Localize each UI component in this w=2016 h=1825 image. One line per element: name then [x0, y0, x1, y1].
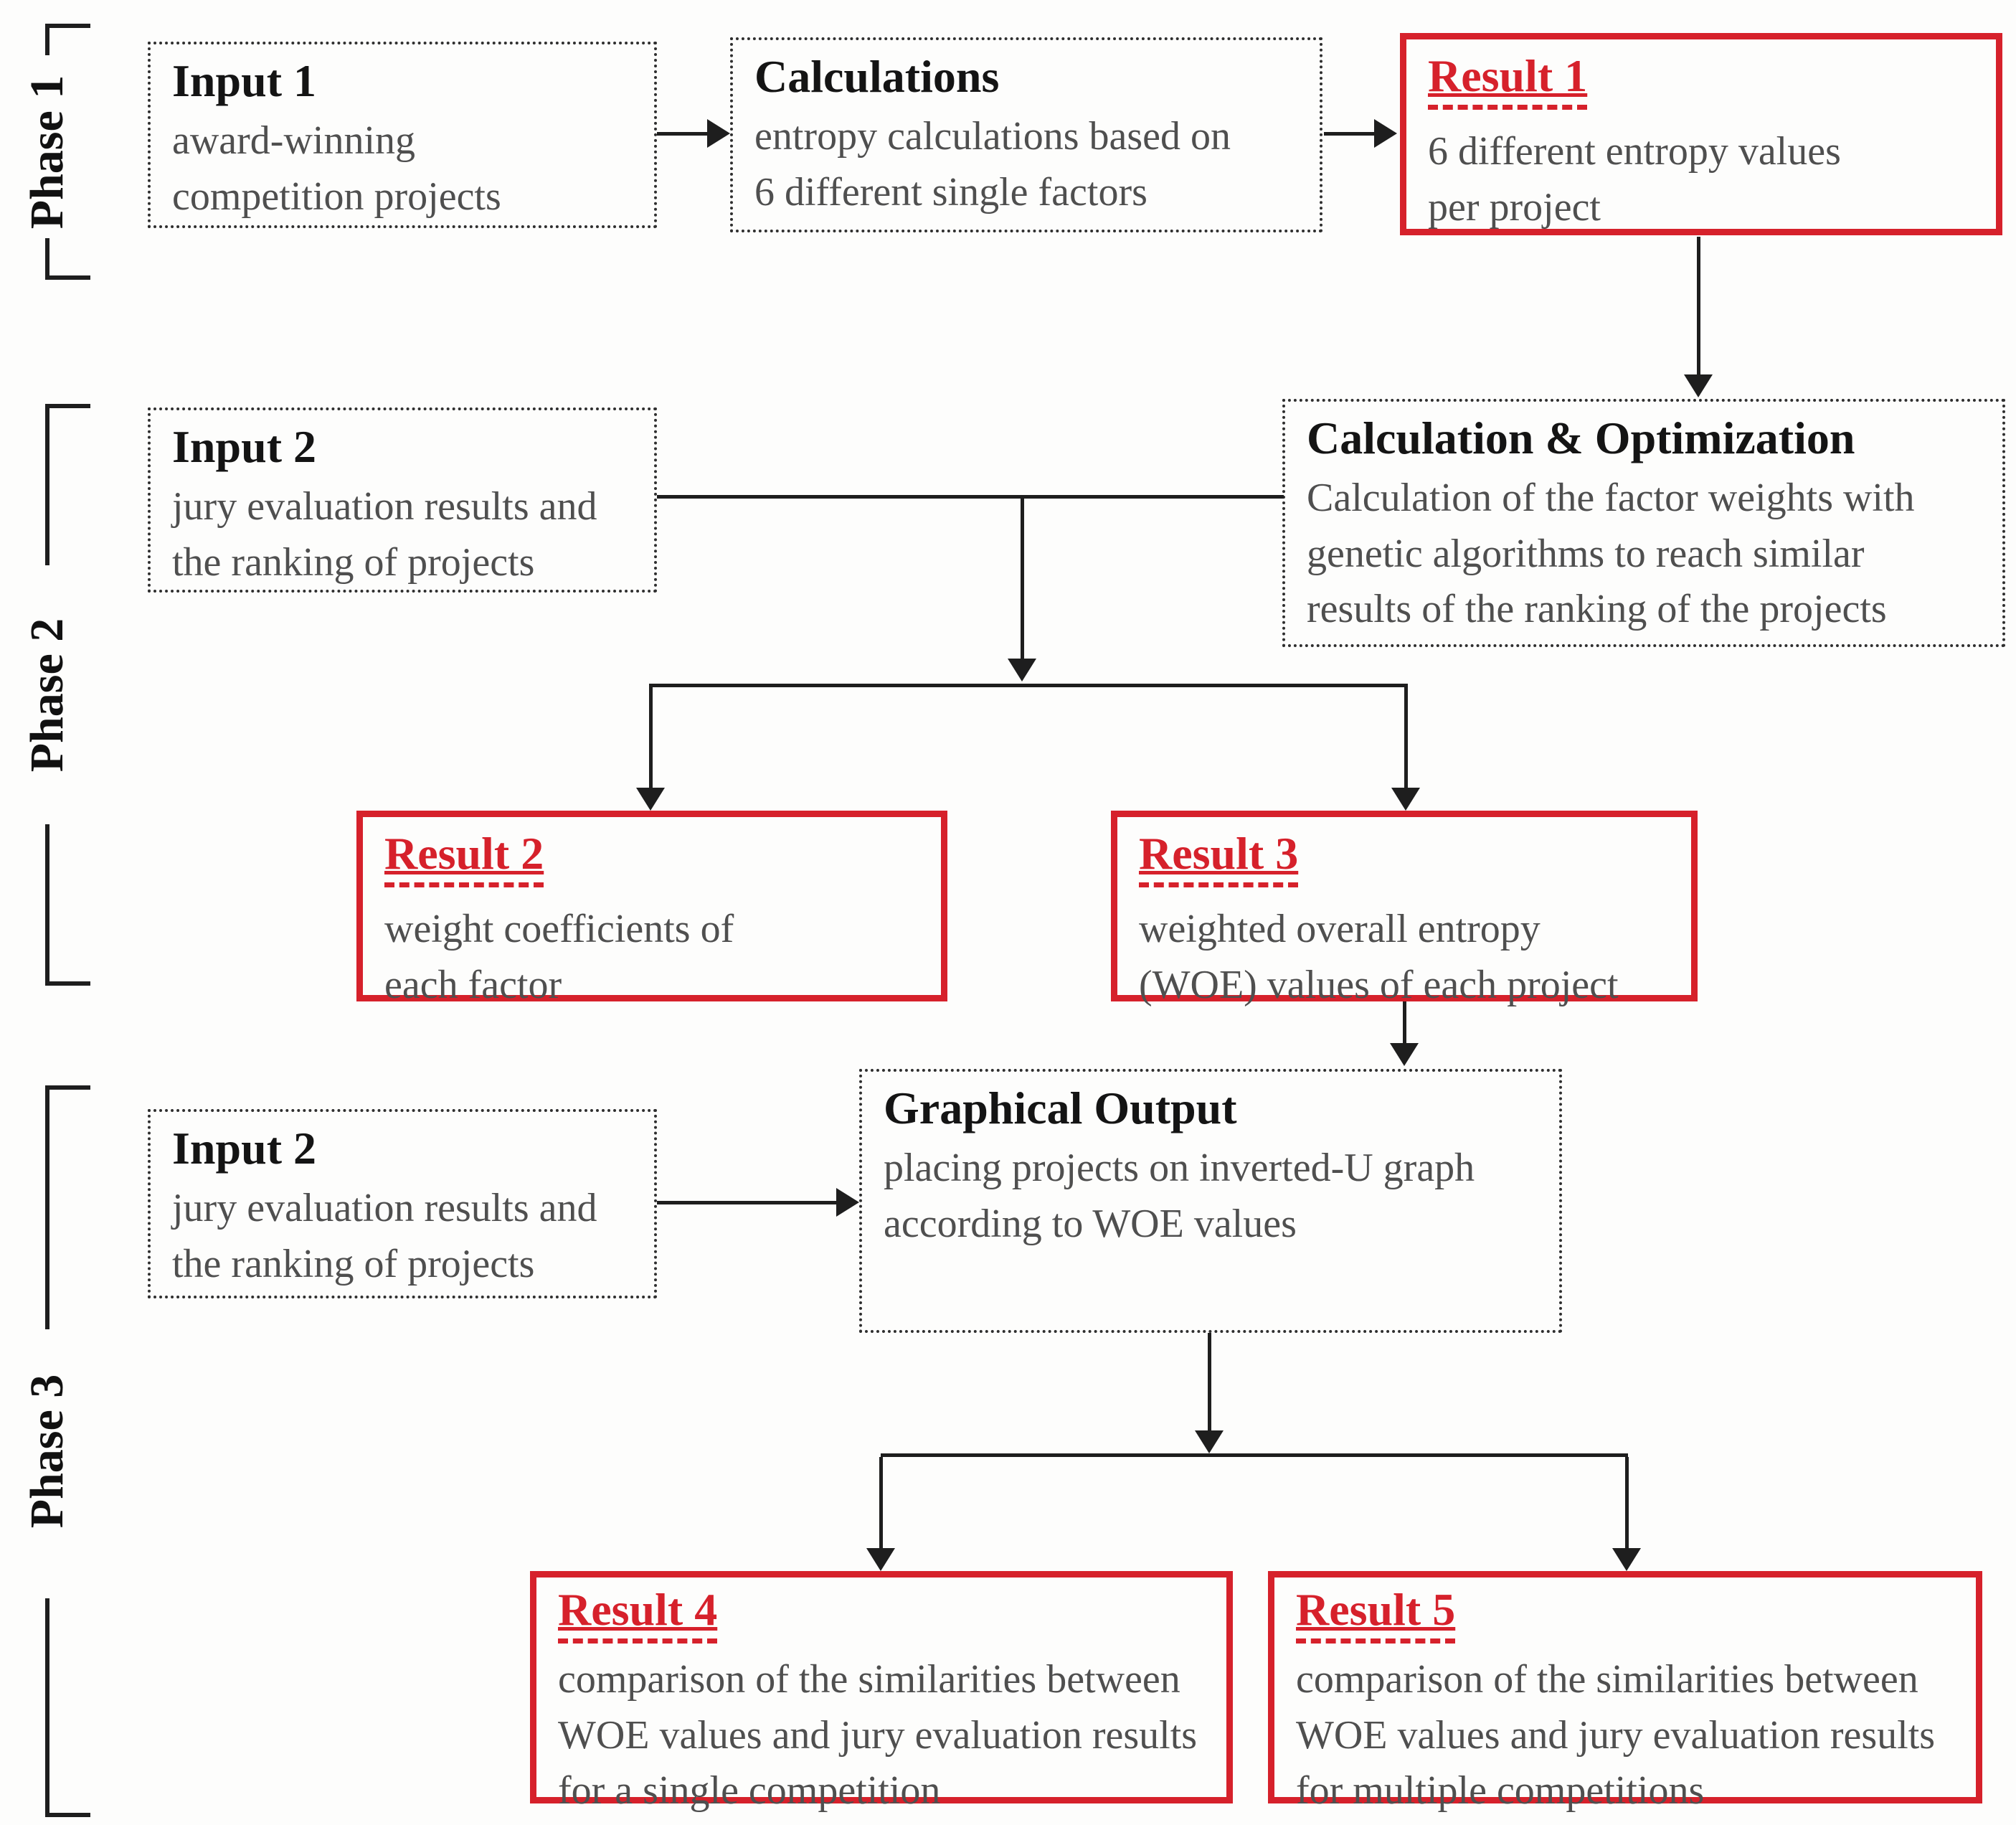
result3-title: Result 3 [1139, 828, 1672, 888]
arrow-split-to-result4-head [866, 1548, 895, 1571]
result2-body: weight coefficients of each factor [384, 907, 734, 1007]
phase-2-label: Phase 2 [21, 618, 73, 772]
arrow-result1-to-calcopt-head [1684, 374, 1713, 397]
input1-body: award-winning competition projects [172, 118, 501, 219]
calculations-box: Calculations entropy calculations based … [730, 37, 1322, 232]
result3-box: Result 3 weighted overall entropy (WOE) … [1111, 811, 1698, 1007]
result4-body: comparison of the similarities between W… [558, 1657, 1198, 1813]
connector-mid-drop-line [1021, 499, 1024, 659]
result5-title: Result 5 [1296, 1584, 1957, 1644]
connector-graphout-drop-head [1195, 1430, 1224, 1453]
phase-1-bracket: Phase 1 [21, 24, 93, 280]
input2-phase2-title: Input 2 [172, 421, 316, 472]
calculations-body: entropy calculations based on 6 differen… [754, 114, 1231, 214]
phase-3-label: Phase 3 [21, 1374, 73, 1529]
arrow-split-to-result2-line [649, 687, 653, 788]
calc-opt-box: Calculation & Optimization Calculation o… [1282, 399, 2005, 647]
arrow-input2-to-graphout-head [836, 1188, 859, 1217]
graphical-output-title: Graphical Output [884, 1083, 1237, 1133]
phase-3-bracket: Phase 3 [21, 1085, 93, 1817]
result4-box: Result 4 comparison of the similarities … [530, 1571, 1233, 1813]
result1-title-text: Result 1 [1428, 50, 1588, 110]
arrow-input1-to-calculations-head [707, 119, 730, 148]
result1-body: 6 different entropy values per project [1428, 129, 1841, 230]
graphical-output-body: placing projects on inverted-U graph acc… [884, 1146, 1475, 1246]
phase-1-bracket-top [45, 24, 90, 55]
phase-3-bracket-top [45, 1085, 90, 1329]
input2-phase3-box: Input 2 jury evaluation results and the … [148, 1109, 657, 1298]
phase-1-label: Phase 1 [21, 75, 73, 229]
result2-title-text: Result 2 [384, 828, 544, 888]
result4-title: Result 4 [558, 1584, 1208, 1644]
phase-1-bracket-bottom [45, 238, 90, 280]
input2-phase2-box: Input 2 jury evaluation results and the … [148, 407, 657, 593]
arrow-result3-to-graphout-head [1390, 1043, 1419, 1066]
arrow-split-to-result5-head [1612, 1548, 1641, 1571]
result3-title-text: Result 3 [1139, 828, 1299, 888]
arrow-split-to-result2-head [636, 788, 665, 811]
connector-mid-drop-head [1008, 659, 1036, 682]
phase-3-bracket-bottom [45, 1598, 90, 1817]
phase-2-bracket-bottom [45, 824, 90, 986]
connector-graphout-drop-line [1208, 1333, 1211, 1430]
input1-title: Input 1 [172, 55, 316, 106]
arrow-input2-to-graphout-line [657, 1201, 836, 1204]
result5-box: Result 5 comparison of the similarities … [1268, 1571, 1982, 1813]
result2-box: Result 2 weight coefficients of each fac… [356, 811, 947, 1007]
arrow-split-to-result3-head [1391, 788, 1420, 811]
input2-phase3-title: Input 2 [172, 1123, 316, 1174]
calc-opt-body: Calculation of the factor weights with g… [1307, 476, 1915, 631]
arrow-split-to-result5-line [1625, 1457, 1629, 1548]
graphical-output-box: Graphical Output placing projects on inv… [859, 1069, 1562, 1333]
input2-phase2-body: jury evaluation results and the ranking … [172, 484, 597, 585]
arrow-split-to-result3-line [1404, 687, 1408, 788]
result5-title-text: Result 5 [1296, 1584, 1456, 1644]
split-line-phase2 [649, 684, 1408, 687]
phase-2-bracket: Phase 2 [21, 404, 93, 986]
calculations-title: Calculations [754, 51, 1000, 102]
result5-body: comparison of the similarities between W… [1296, 1657, 1936, 1813]
arrow-calculations-to-result1-line [1324, 132, 1374, 136]
arrow-result3-to-graphout-line [1403, 1001, 1406, 1043]
phase-2-bracket-top [45, 404, 90, 565]
calc-opt-title: Calculation & Optimization [1307, 412, 1855, 463]
result3-body: weighted overall entropy (WOE) values of… [1139, 907, 1619, 1007]
result1-title: Result 1 [1428, 50, 1977, 110]
connector-input2-calcopt-line [657, 495, 1284, 499]
input1-box: Input 1 award-winning competition projec… [148, 42, 657, 228]
input2-phase3-body: jury evaluation results and the ranking … [172, 1186, 597, 1286]
arrow-input1-to-calculations-line [657, 132, 707, 136]
result2-title: Result 2 [384, 828, 922, 888]
arrow-result1-to-calcopt-line [1697, 237, 1700, 374]
arrow-calculations-to-result1-head [1374, 119, 1397, 148]
arrow-split-to-result4-line [879, 1457, 883, 1548]
split-line-phase3 [881, 1453, 1628, 1457]
result1-box: Result 1 6 different entropy values per … [1400, 33, 2002, 235]
result4-title-text: Result 4 [558, 1584, 718, 1644]
